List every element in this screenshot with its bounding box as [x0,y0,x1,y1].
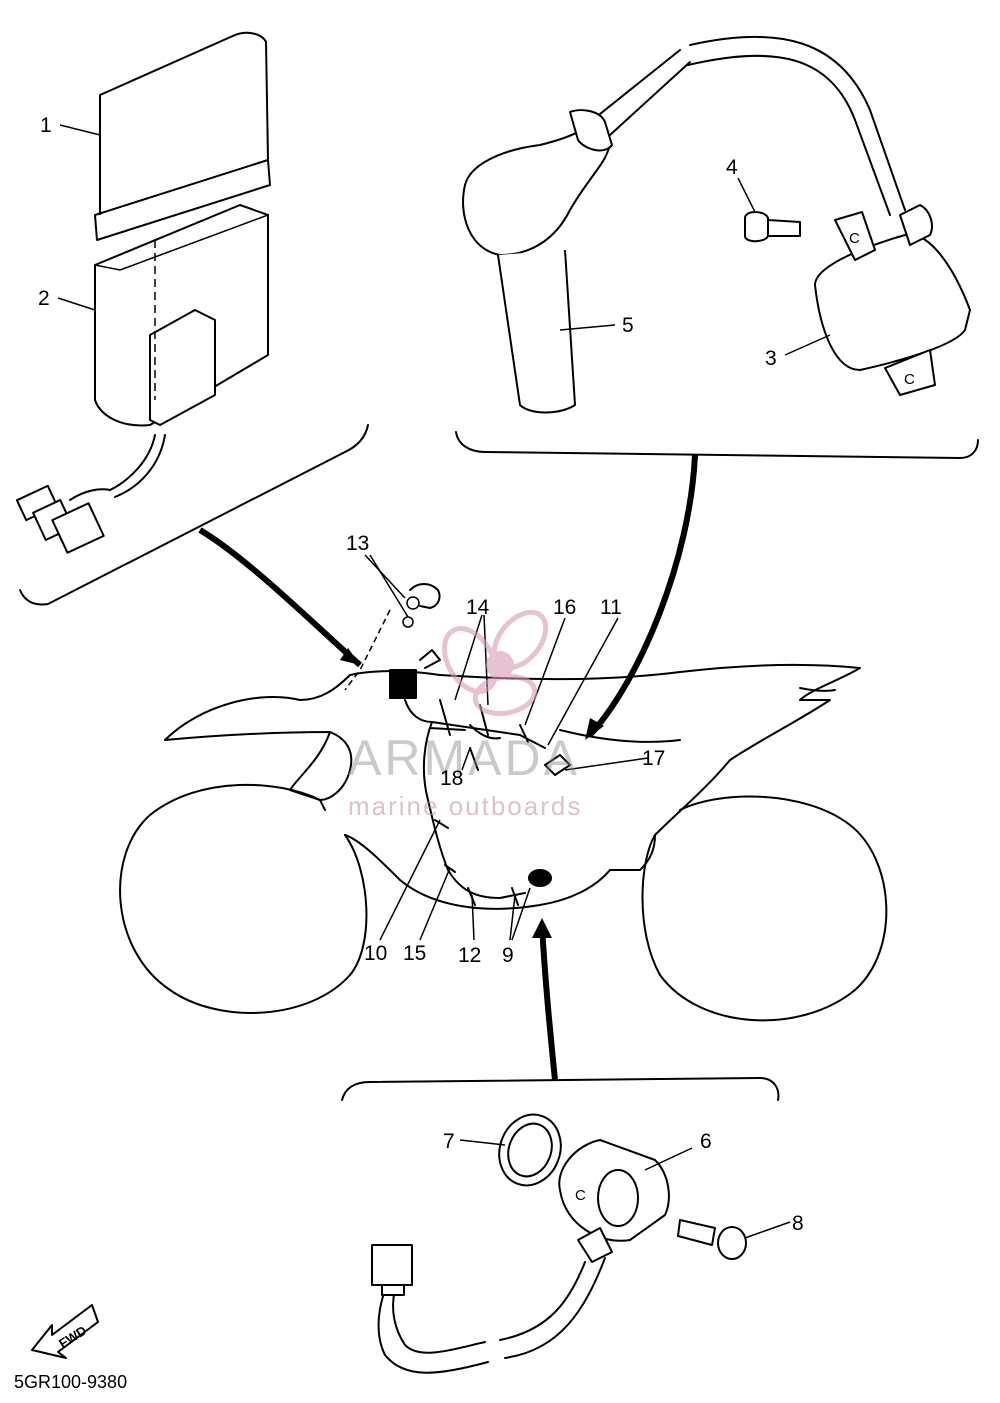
callout-10: 10 [364,942,387,965]
front-wheel [641,795,888,1022]
motorcycle-silhouette [119,663,888,1022]
coil-terminal-top [834,211,876,261]
leader-arrows [198,454,698,1081]
spark-plug-cap [462,127,611,256]
callout-15: 15 [403,942,426,965]
callout-3: 3 [765,347,777,370]
ignition-coil-inset [455,35,979,459]
cdi-unit [94,204,269,427]
watermark-tagline: marine outboards [348,791,582,821]
ignition-coil [814,233,971,371]
callout-2: 2 [38,287,50,310]
callout-leaders [57,124,831,1239]
callout-13: 13 [346,532,369,555]
part-symbols: C C C [575,230,915,1204]
grommet [528,869,552,887]
sensor-inset [341,1077,780,1374]
watermark-brand: ARMADA [348,730,580,786]
callout-5: 5 [622,314,634,337]
part-symbol-coil-top: C [849,230,860,247]
callout-12: 12 [458,944,481,967]
diagram-code: 5GR100-9380 [14,1372,127,1392]
callout-9: 9 [502,944,514,967]
callout-6: 6 [700,1130,712,1153]
part-symbol-coil-bottom: C [904,371,915,388]
callout-18: 18 [440,767,463,790]
callout-14: 14 [466,596,490,619]
rear-wheel [119,783,368,1014]
cdi-cover [99,31,269,216]
sensor-connector [371,1244,413,1286]
wire-harness [344,583,571,906]
callout-8: 8 [792,1212,804,1235]
callout-7: 7 [443,1130,455,1153]
callout-16: 16 [553,596,576,619]
callout-4: 4 [726,156,738,179]
callout-1: 1 [40,114,52,137]
cdi-unit-inset [15,31,369,606]
propeller-logo-icon [441,609,549,716]
watermark: ARMADA marine outboards [348,609,582,821]
part-symbol-sensor: C [575,1187,586,1204]
callout-11: 11 [600,596,622,619]
fwd-arrow-icon: FWD [31,1304,99,1359]
callout-numbers: 1 2 3 4 5 6 7 8 9 10 11 12 13 14 15 16 1… [38,114,804,1235]
callout-17: 17 [642,747,665,770]
connector-block [389,669,417,699]
